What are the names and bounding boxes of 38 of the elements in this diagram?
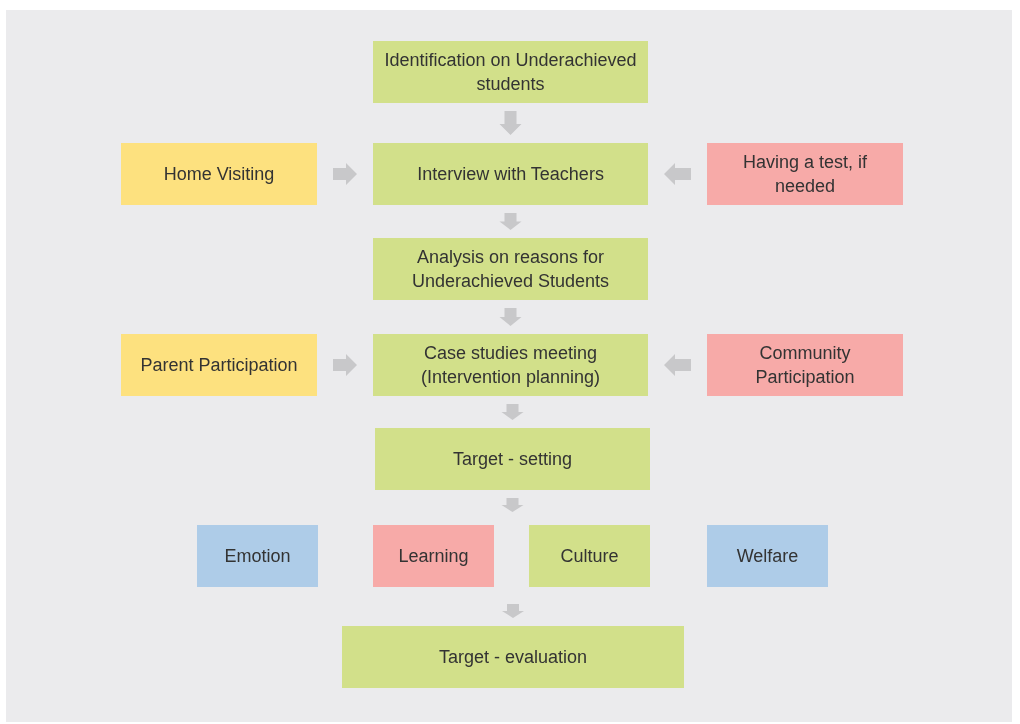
process-box <box>373 525 494 587</box>
box-label: Culture <box>560 545 619 568</box>
box-label: Analysis on reasons for Underachieved Students <box>410 246 611 293</box>
box-label: Target - evaluation <box>438 646 588 669</box>
process-box <box>707 525 828 587</box>
box-label: Community Participation <box>754 342 856 389</box>
process-box <box>121 334 317 396</box>
process-box <box>707 143 903 205</box>
block-arrow <box>664 354 691 376</box>
block-arrow <box>333 163 357 185</box>
box-label: Learning <box>398 545 469 568</box>
process-box <box>342 626 684 688</box>
process-box <box>121 143 317 205</box>
block-arrow <box>499 308 522 326</box>
box-label: Parent Participation <box>140 354 298 377</box>
block-arrow <box>501 498 524 512</box>
box-label: Identification on Underachieved students <box>383 49 638 96</box>
process-box <box>373 238 648 300</box>
block-arrow <box>501 404 524 420</box>
process-box <box>373 41 648 103</box>
box-label: Target - setting <box>452 448 573 471</box>
box-label: Home Visiting <box>163 163 275 186</box>
block-arrow <box>333 354 357 376</box>
process-box <box>707 334 903 396</box>
block-arrow <box>499 213 522 230</box>
box-label: Emotion <box>224 545 291 568</box>
box-label: Interview with Teachers <box>417 163 604 186</box>
process-box <box>373 143 648 205</box>
box-label: Welfare <box>736 545 799 568</box>
process-box <box>373 334 648 396</box>
block-arrow <box>664 163 691 185</box>
process-box <box>375 428 650 490</box>
process-box <box>529 525 650 587</box>
process-box <box>197 525 318 587</box>
block-arrow <box>502 604 524 618</box>
box-label: Case studies meeting (Intervention planning) <box>419 342 602 389</box>
box-label: Having a test, if needed <box>741 151 869 198</box>
block-arrow <box>499 111 522 135</box>
